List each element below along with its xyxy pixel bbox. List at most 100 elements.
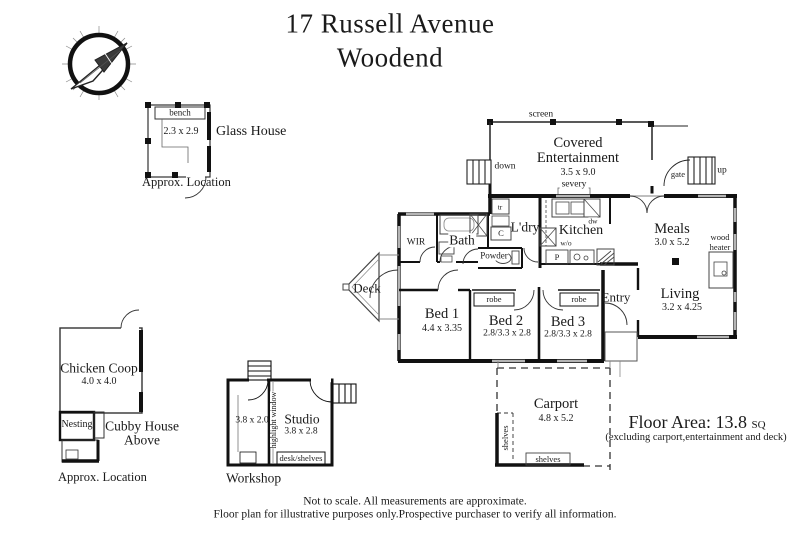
- gate-door-arc: [663, 159, 691, 187]
- glass-house-structure: [145, 102, 211, 199]
- door-arc: [419, 246, 436, 263]
- meals-dim: 3.0 x 5.2: [654, 237, 690, 248]
- door-arc: [437, 269, 459, 291]
- entry-label: Entry: [601, 289, 631, 305]
- carport-shelves-left-label: shelves: [499, 425, 510, 451]
- robe-outline: [473, 292, 515, 307]
- wir-label: WIR: [406, 237, 426, 248]
- laundry-label: L'dry: [510, 219, 540, 235]
- glass-house-dim: 2.3 x 2.9: [163, 126, 199, 137]
- windows: [397, 194, 737, 363]
- main-house-walls: [397, 193, 737, 363]
- bed2-label: Bed 2: [488, 312, 524, 329]
- down-label: down: [494, 161, 516, 172]
- chicken-coop-dim: 4.0 x 4.0: [81, 376, 117, 387]
- wood-heater-label-line2: heater: [709, 241, 731, 252]
- wall-oven: [539, 227, 557, 247]
- door-arc: [184, 176, 207, 199]
- door-arc: [462, 248, 479, 265]
- bed3-robe-label: robe: [571, 293, 587, 304]
- chicken-coop-approx-location: Approx. Location: [58, 469, 147, 484]
- disclaimer-line1: Not to scale. All measurements are appro…: [303, 495, 527, 508]
- door-arc: [513, 289, 535, 311]
- floor-area-unit: SQ: [751, 419, 766, 431]
- bath-fixtures: [438, 198, 520, 265]
- wood-heater-label-line1: wood: [710, 231, 730, 242]
- studio-dim: 3.8 x 2.8: [284, 426, 318, 437]
- door-arc: [542, 289, 564, 311]
- carport-shelves-bottom-label: shelves: [535, 453, 561, 464]
- laundry-trough: [491, 198, 510, 215]
- trough-label: tr: [497, 202, 503, 212]
- floor-area-value: Floor Area: 13.8: [628, 412, 747, 432]
- dishwasher-label: dw: [588, 216, 598, 226]
- severy-label: severy: [559, 179, 589, 190]
- glass-house-bench-label: bench: [169, 107, 191, 118]
- bath-label: Bath: [448, 232, 476, 248]
- meals-label: Meals: [654, 220, 690, 237]
- floor-area-note: (excluding carport,entertainment and dec…: [605, 431, 787, 443]
- pantry-label: P: [554, 251, 560, 262]
- bed3-label: Bed 3: [550, 313, 586, 330]
- studio-label: Studio: [284, 411, 320, 427]
- vanity: [438, 241, 455, 255]
- deck-structure: [342, 251, 399, 323]
- bed1-dim: 4.4 x 3.35: [422, 323, 462, 334]
- cubby-house-label-line1: Cubby House: [105, 418, 179, 434]
- nesting-label: Nesting: [61, 419, 93, 430]
- stairs-workshop-top: [247, 360, 272, 381]
- disclaimer-line2: Floor plan for illustrative purposes onl…: [213, 508, 617, 521]
- bedroom-walls: [399, 269, 600, 361]
- door-arc: [646, 195, 665, 214]
- sink: [555, 201, 570, 215]
- gate-label: gate: [670, 168, 686, 179]
- stairs-up: [687, 156, 716, 185]
- desk-shelves-outline: [276, 451, 326, 465]
- door-arc: [309, 379, 333, 403]
- stairs-down: [466, 159, 492, 185]
- cubby-house-label-line2: Above: [124, 432, 160, 448]
- entertainment-dim: 3.5 x 9.0: [560, 167, 596, 178]
- door-arc: [629, 195, 648, 214]
- wall-oven-label: w/o: [560, 238, 572, 248]
- door-arc: [523, 247, 539, 263]
- living-label: Living: [660, 285, 700, 302]
- bed3-dim: 2.8/3.3 x 2.8: [544, 329, 592, 340]
- workshop-structure: [226, 360, 357, 467]
- entertainment-label-line1: Covered: [553, 134, 603, 151]
- deck-label: Deck: [353, 280, 381, 296]
- carport-dim: 4.8 x 5.2: [538, 413, 574, 424]
- entertainment-structure: [466, 119, 716, 196]
- pantry: [545, 249, 569, 265]
- wood-heater-structure: [708, 251, 734, 289]
- cooktop: [569, 249, 595, 265]
- chicken-coop-structure: [58, 309, 143, 463]
- door-arc: [247, 379, 269, 401]
- entry-porch: [604, 302, 638, 377]
- shelves-outline: [525, 452, 571, 466]
- desk-shelves-label: desk/shelves: [279, 452, 323, 463]
- carport-structure: [495, 361, 611, 470]
- kitchen-label: Kitchen: [558, 223, 604, 238]
- living-dim: 3.2 x 4.25: [662, 302, 702, 313]
- dishwasher: [583, 198, 601, 218]
- screen-label: screen: [528, 109, 554, 120]
- workshop-label: Workshop: [226, 470, 282, 486]
- door-arc: [604, 302, 628, 326]
- page-title-line2: Woodend: [336, 42, 444, 73]
- carport-label: Carport: [533, 395, 579, 412]
- page-title-line1: 17 Russell Avenue: [285, 8, 495, 39]
- bed2-robe-label: robe: [486, 293, 502, 304]
- bed2-dim: 2.8/3.3 x 2.8: [483, 328, 531, 339]
- door-arc: [120, 309, 140, 329]
- north-arrow-icon: [62, 26, 136, 100]
- kitchen-fixtures: [539, 198, 615, 266]
- robe-outline: [559, 292, 599, 307]
- cupboard: [490, 226, 512, 241]
- bed1-label: Bed 1: [424, 305, 460, 322]
- workshop-room-dim: 3.8 x 2.0: [235, 415, 269, 426]
- floor-area-line: Floor Area: 13.8 SQ: [628, 413, 765, 431]
- up-label: up: [717, 165, 727, 176]
